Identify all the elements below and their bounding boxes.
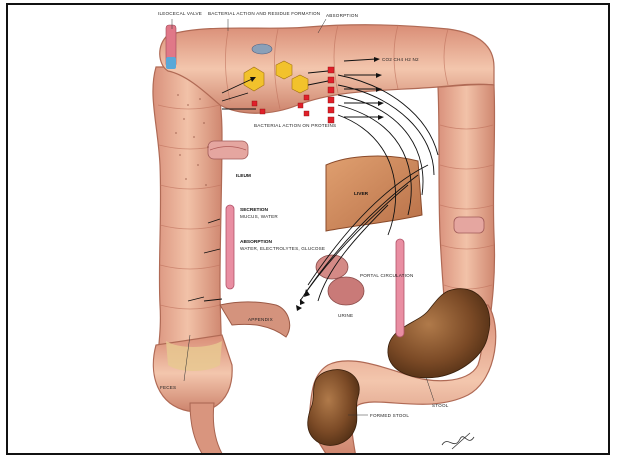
label-urine: URINE [338,313,353,318]
label-absorption-mid: ABSORPTION [240,239,273,245]
terminal-ileum [190,403,224,455]
label-absorption-top: ABSORPTION [326,13,358,18]
artist-signature [442,433,474,449]
label-stool: STOOL [432,403,449,408]
label-bacterial-action: BACTERIAL ACTION AND RESIDUE FORMATION [208,11,320,16]
label-absorption-sub: WATER, ELECTROLYTES, GLUCOSE [240,246,325,251]
label-appendix: APPENDIX [248,317,273,322]
label-secretion: SECRETION [240,207,269,213]
stool-mass-rectum [308,370,360,446]
label-formed-stool: FORMED STOOL [370,413,409,418]
label-gases: CO2 CH4 H2 N2 [382,57,419,62]
label-ileocecal-valve: ILEOCECAL VALVE [158,11,202,16]
label-liver: LIVER [354,191,369,197]
label-feces: FECES [160,385,176,390]
label-secretion-sub: MUCUS, WATER [240,214,278,219]
figure-frame: ILEOCECAL VALVE BACTERIAL ACTION AND RES… [6,3,610,455]
digestion-illustration: ILEOCECAL VALVE BACTERIAL ACTION AND RES… [8,5,610,455]
label-ileum: ILEUM [236,173,251,179]
ascending-colon [153,67,222,375]
label-bacterial-proteins: BACTERIAL ACTION ON PROTEINS [254,123,336,128]
label-portal-circulation: PORTAL CIRCULATION [360,273,413,278]
